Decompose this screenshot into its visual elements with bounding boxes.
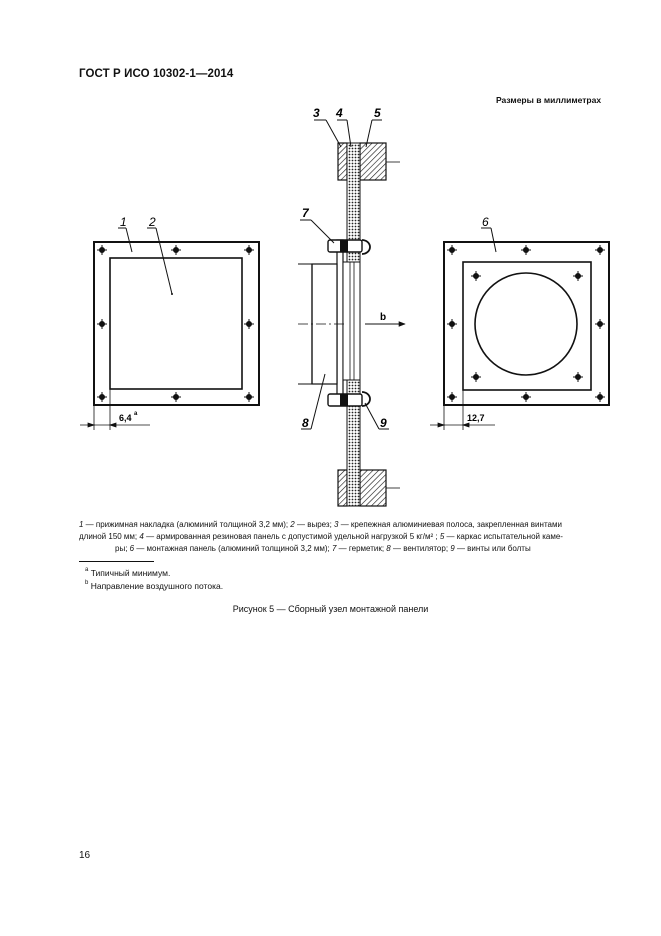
clamp-strip-top: [337, 142, 348, 181]
callout-7: 7: [302, 206, 310, 220]
legend-text: — монтажная панель (алюминий толщиной 3,…: [134, 544, 332, 553]
left-panel: 1 2 6,4 a: [80, 215, 260, 430]
legend-num: 3: [334, 520, 339, 529]
legend-num: 9: [450, 544, 455, 553]
callout-9: 9: [380, 416, 387, 430]
figure-legend: 1 — прижимная накладка (алюминий толщино…: [79, 519, 609, 555]
legend-text: — герметик;: [336, 544, 387, 553]
figure-caption: Рисунок 5 — Сборный узел монтажной панел…: [232, 604, 429, 614]
page-number: 16: [79, 850, 91, 861]
legend-num: 2: [290, 520, 295, 529]
screw-icons-right: [447, 245, 605, 402]
dimension-left-footnote-mark: a: [134, 411, 138, 417]
legend-text: ры;: [115, 544, 130, 553]
center-section: b 3 4 5 7 8 9: [298, 106, 406, 507]
fan-opening-circle: [474, 272, 578, 376]
footnote-b-text: Направление воздушного потока.: [90, 581, 224, 591]
clamp-strip-bottom: [337, 469, 348, 507]
legend-text: — вырез;: [294, 520, 335, 529]
document-title: ГОСТ Р ИСО 10302-1—2014: [79, 68, 234, 80]
legend-text: — крепежная алюминиевая полоса, закрепле…: [338, 520, 562, 529]
callout-6: 6: [482, 215, 489, 229]
legend-line-1: 1 — прижимная накладка (алюминий толщино…: [79, 519, 609, 531]
opening: [342, 261, 361, 381]
legend-num: 4: [139, 532, 144, 541]
chamber-frame-top: [359, 142, 387, 181]
flow-label: b: [380, 312, 386, 323]
dimension-right: [430, 390, 495, 430]
legend-line-2: длиной 150 мм; 4 — армированная резинова…: [79, 531, 609, 543]
units-note: Размеры в миллиметрах: [496, 95, 602, 105]
footnote-b: b Направление воздушного потока.: [85, 580, 224, 591]
legend-text: — прижимная накладка (алюминий толщиной …: [83, 520, 291, 529]
dimension-left-value: 6,4: [119, 413, 132, 423]
dimension-right-value: 12,7: [467, 413, 485, 423]
mounting-window: [462, 261, 592, 391]
callout-3: 3: [313, 106, 320, 120]
legend-line-3: ры; 6 — монтажная панель (алюминий толщи…: [79, 543, 609, 555]
legend-text: — вентилятор;: [390, 544, 451, 553]
legend-num: 5: [439, 532, 445, 541]
legend-text: — армированная резиновая панель с допуст…: [143, 532, 440, 541]
legend-num: 6: [129, 544, 135, 553]
callout-5: 5: [374, 106, 381, 120]
mounting-panel-outline: [443, 241, 610, 406]
bolt-top: [327, 239, 371, 255]
legend-num: 7: [331, 544, 337, 553]
cutout-outline: [109, 257, 243, 390]
callout-4: 4: [335, 106, 343, 120]
assembly-drawing: 1 2 6,4 a: [80, 106, 610, 507]
callout-1: 1: [120, 215, 127, 229]
footnote-a-text: Типичный минимум.: [90, 568, 171, 578]
right-panel: 6 12,7: [430, 215, 610, 430]
footnote-a-mark: a: [85, 567, 89, 574]
legend-num: 8: [386, 544, 391, 553]
footnote-a: a Типичный минимум.: [85, 567, 171, 578]
screw-icons: [97, 245, 254, 402]
dimension-left: [80, 389, 150, 430]
bolt-bottom: [327, 391, 371, 407]
legend-text: — винты или болты: [454, 544, 531, 553]
legend-num: 1: [79, 520, 84, 529]
callout-2: 2: [148, 215, 156, 229]
callout-8: 8: [302, 416, 309, 430]
legend-text: — каркас испытательной каме-: [444, 532, 563, 541]
footnote-b-mark: b: [85, 580, 89, 587]
legend-text: длиной 150 мм;: [79, 532, 140, 541]
chamber-frame-bottom: [359, 469, 387, 507]
mounting-plate: [336, 239, 344, 401]
footnote-divider: [79, 561, 154, 562]
clamp-plate-outline: [93, 241, 260, 406]
